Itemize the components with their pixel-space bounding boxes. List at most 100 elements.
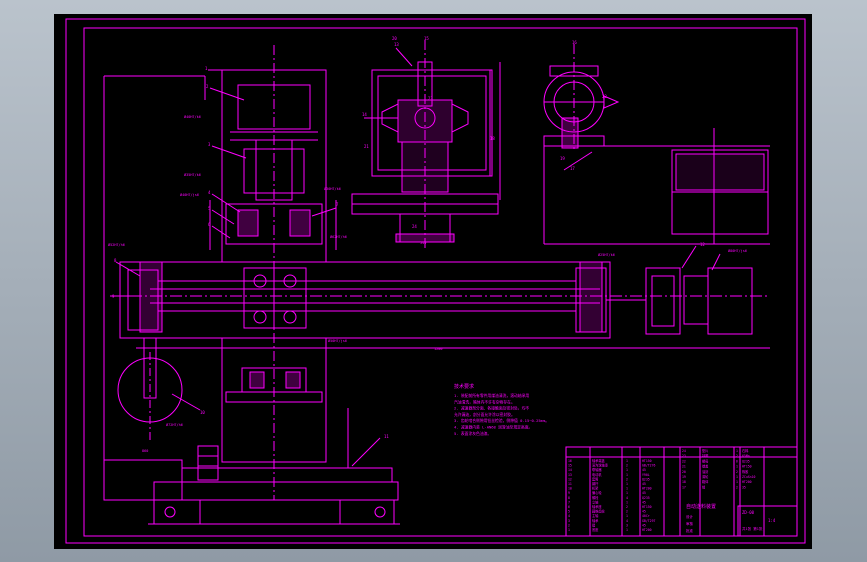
fit-dimension-label: Ø50H7/js6	[328, 338, 347, 343]
leader-lines	[115, 47, 721, 467]
parts-row-name: 底座	[592, 527, 599, 532]
parts-row-material: GB/T276	[642, 464, 656, 468]
parts-row-name: 电动机	[592, 472, 602, 477]
parts2-row-no: 23	[682, 454, 686, 458]
parts-row-name: 联轴器	[592, 467, 602, 472]
parts-row-name: 蜗杆	[592, 481, 599, 486]
outer-border	[65, 18, 806, 544]
parts2-row-qty: 1	[736, 475, 738, 479]
side-view	[543, 44, 770, 245]
parts2-row-qty: 2	[736, 485, 738, 489]
parts2-row-qty: 6	[736, 459, 738, 463]
fit-dimension-label: Ø40H7/js6	[180, 192, 199, 197]
parts-row-name: 轴承	[592, 518, 599, 523]
fit-dimension-label: Ø40H7/k6	[184, 114, 201, 119]
parts-row-no: 4	[568, 514, 570, 518]
part-balloon: 20	[392, 36, 397, 41]
parts-row-qty: 4	[626, 519, 628, 523]
parts-row-name: 套筒	[592, 476, 598, 481]
parts-row-no: 6	[568, 505, 570, 509]
part-balloon: 2	[206, 84, 209, 89]
parts-row-qty: 1	[626, 468, 628, 472]
parts-row-qty: 4	[626, 496, 628, 500]
parts2-row-no: 19	[682, 475, 686, 479]
parts-row-name: 轴承座	[592, 504, 602, 509]
fit-dimension-label: Ø80H7/js6	[728, 248, 747, 253]
part-balloon: 11	[384, 434, 389, 439]
notes-line: 5. 表面涂灰色油漆。	[454, 431, 491, 436]
parts-row-name: 螺栓	[592, 495, 599, 500]
front-view	[103, 45, 770, 525]
parts-row-material: 45	[642, 468, 646, 472]
part-balloon: 17	[570, 166, 575, 171]
title-block-title: 自动送料装置	[686, 503, 716, 510]
parts-row-material: 40Cr	[642, 514, 650, 518]
parts2-row-material: HT200	[742, 480, 752, 484]
parts2-row-name: 端盖	[702, 464, 709, 469]
parts2-row-qty: 1	[736, 480, 738, 484]
notes-line: 4. 减速器内装 L-AN68 润滑油至规定高度。	[454, 425, 532, 430]
parts-row-qty: 1	[626, 491, 628, 495]
parts-row-no: 16	[568, 459, 572, 463]
parts-row-material: 45	[642, 482, 646, 486]
notes-line: 3. 齿轮啮合侧隙用铅丝检验，侧隙值 0.15~0.25mm。	[454, 418, 549, 423]
parts-row-qty: 3	[626, 523, 628, 527]
parts-row-name: 主轴	[592, 513, 598, 518]
parts-row-no: 1	[568, 528, 570, 532]
fit-dimension-label: Ø72H7/h6	[166, 422, 183, 427]
parts-row-qty: 1	[626, 514, 628, 518]
parts2-row-material: 橡胶	[742, 469, 749, 474]
parts2-row-name: 销	[702, 484, 706, 489]
part-balloon: 13	[394, 42, 399, 47]
parts2-row-qty: 2	[736, 454, 738, 458]
parts-row-name: 立轴	[592, 499, 598, 504]
parts2-row-name: 涡轮	[702, 474, 709, 479]
parts2-row-name: 挡圈	[702, 453, 708, 458]
parts-row-no: 5	[568, 510, 570, 514]
parts2-row-no: 21	[682, 465, 686, 469]
parts2-row-no: 18	[682, 480, 686, 484]
parts2-row-name: 油封	[702, 469, 709, 474]
parts-row-no: 15	[568, 464, 572, 468]
part-balloon: 14	[362, 112, 367, 117]
part-balloon: 9	[112, 294, 115, 299]
length-dimension-label: 860	[142, 449, 148, 453]
parts-row-name: 深沟球轴承	[592, 463, 609, 468]
fit-dimension-label: Ø30H7/k6	[324, 186, 341, 191]
part-balloon: 21	[364, 144, 369, 149]
parts-row-no: 13	[568, 473, 572, 477]
parts2-row-qty: 1	[736, 465, 738, 469]
parts2-row-name: 箱体	[702, 479, 709, 484]
notes-line: 允许漏油，剖分面允许涂以密封胶。	[454, 412, 515, 417]
parts-row-material: GB/T297	[642, 519, 656, 523]
parts-row-qty: 1	[626, 500, 628, 504]
part-balloon: 24	[412, 224, 417, 229]
parts2-row-name: 螺母	[702, 458, 708, 463]
parts2-row-no: 22	[682, 459, 686, 463]
notes-line: 1. 装配前所有零件用煤油清洗，滚动轴承用	[454, 393, 529, 398]
length-dimension-label: 540	[420, 241, 426, 245]
parts-row-no: 12	[568, 477, 572, 481]
fit-dimension-label: Ø25H7/k6	[598, 252, 615, 257]
parts-row-qty: 1	[626, 482, 628, 486]
parts-row-material: Y90L	[642, 473, 650, 477]
parts-row-qty: 2	[626, 505, 628, 509]
parts2-row-material: Q235	[742, 459, 750, 463]
part-balloon: 16	[572, 40, 577, 45]
parts-row-material: HT200	[642, 528, 652, 532]
parts2-row-qty: 1	[736, 449, 738, 453]
parts2-row-no: 20	[682, 470, 686, 474]
fit-dimension-label: Ø62H7/h6	[330, 234, 347, 239]
parts-row-qty: 2	[626, 464, 628, 468]
parts-row-no: 10	[568, 487, 572, 491]
parts-row-material: 45	[642, 500, 646, 504]
part-balloon: 7	[336, 202, 339, 207]
parts-list-table	[565, 446, 798, 537]
title-block-sheet: 共1张 第1张	[742, 526, 763, 531]
parts2-row-material: 35	[742, 485, 746, 489]
fit-dimension-label: Ø35H7/k6	[184, 172, 201, 177]
parts2-row-material: 石棉	[742, 448, 748, 453]
parts2-row-qty: 2	[736, 470, 738, 474]
parts-row-qty: 1	[626, 528, 628, 532]
